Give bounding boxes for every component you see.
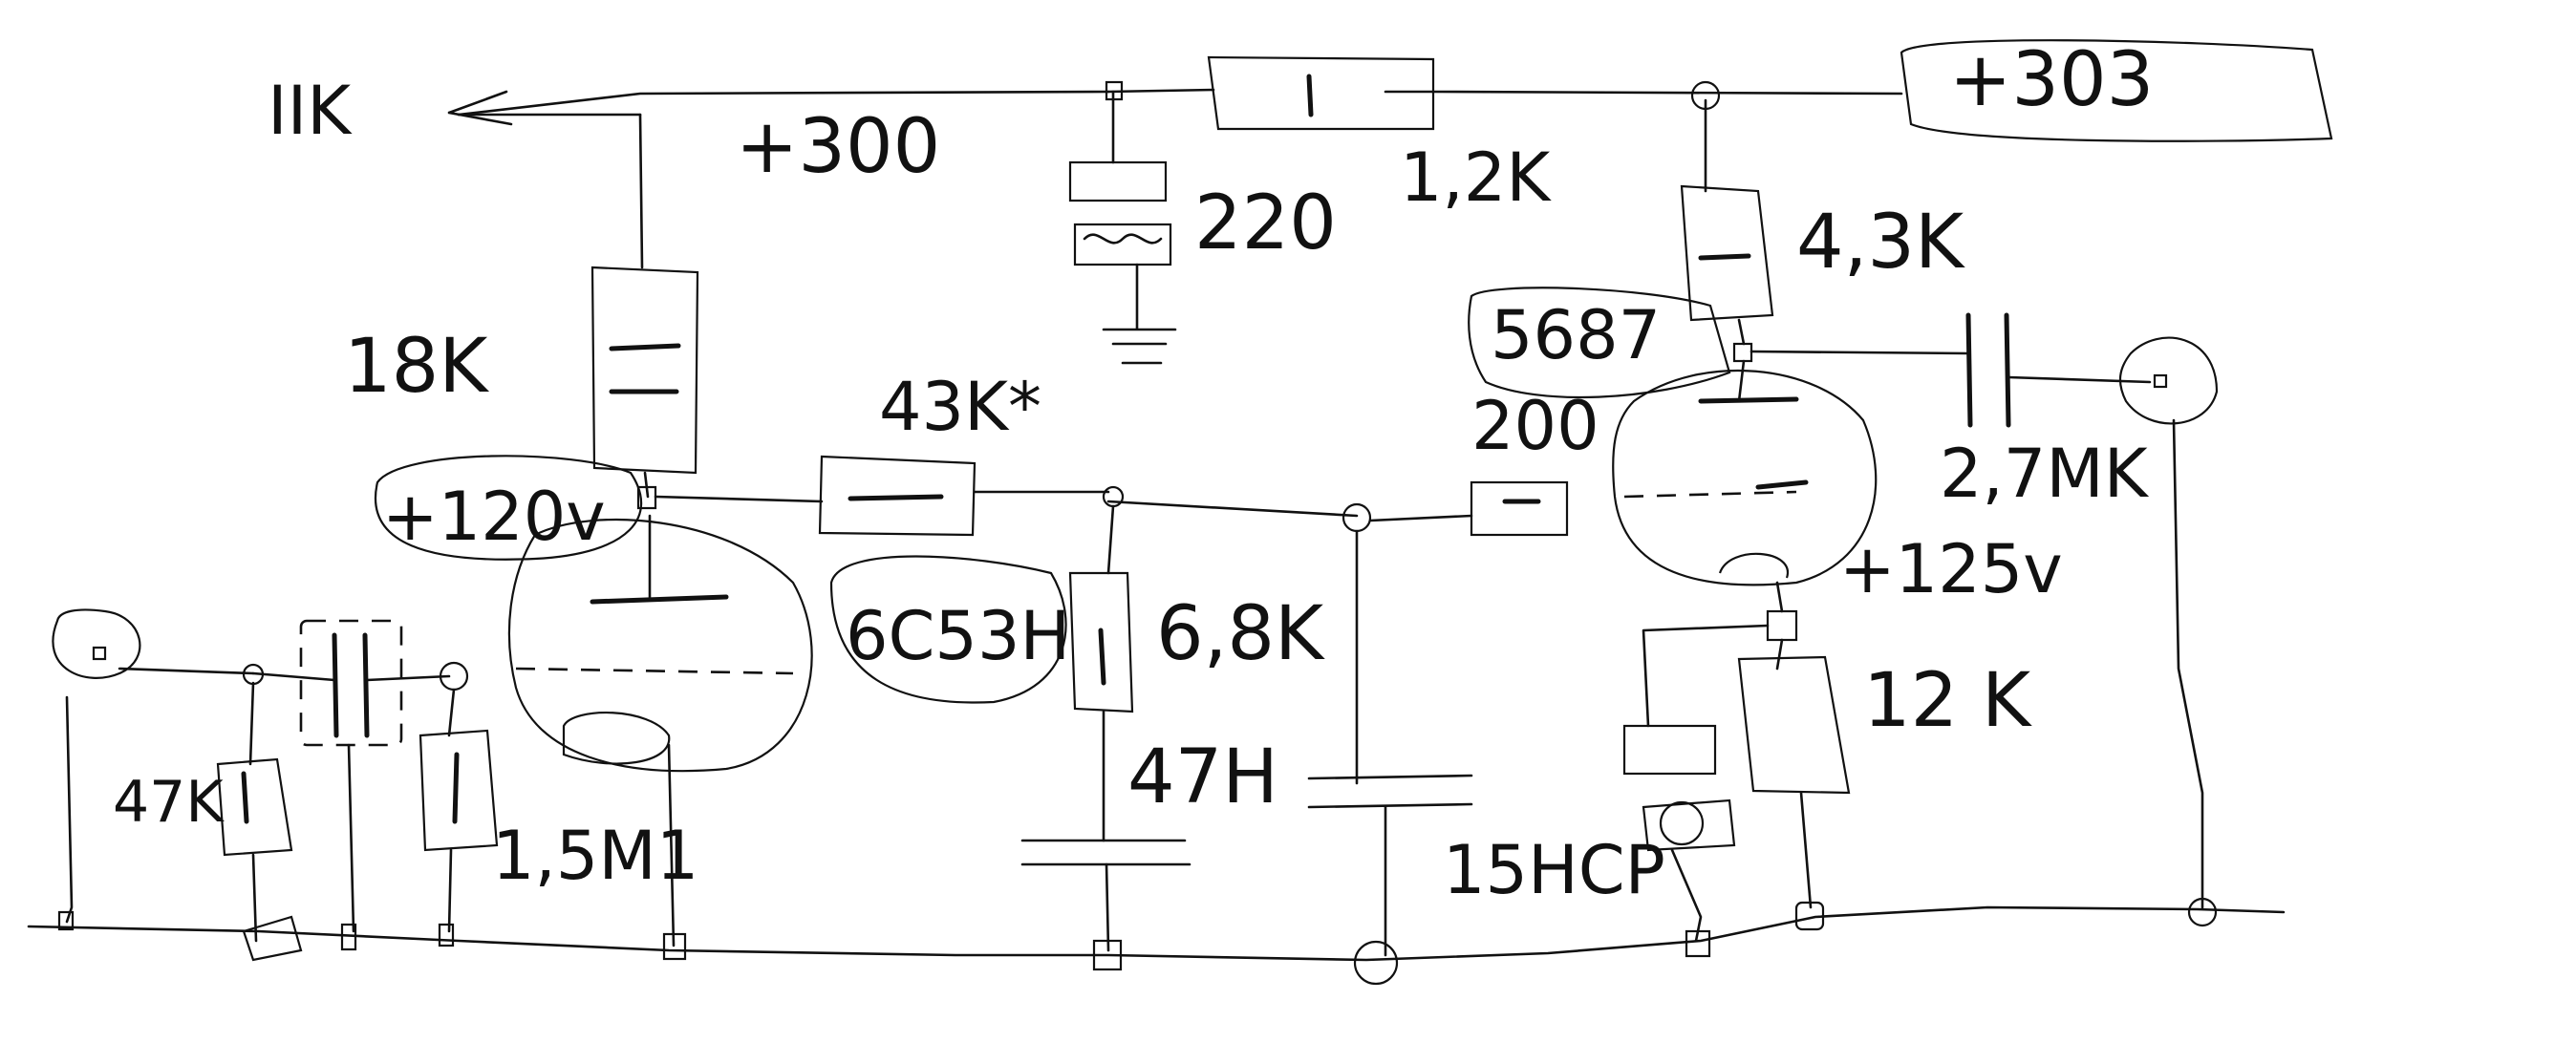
label-47h: 47H (1127, 734, 1278, 820)
tube-left-label: 6C53H (829, 555, 1070, 704)
label-68k: 6,8K (1156, 591, 1325, 677)
anode-node-left: +120v (375, 455, 657, 561)
label-47k: 47K (113, 769, 225, 836)
label-5687: 5687 (1491, 296, 1661, 374)
grid-wire (1106, 500, 1473, 986)
tube-left (507, 514, 813, 961)
label-6c53h: 6C53H (846, 597, 1070, 675)
label-27mk: 2,7MK (1940, 435, 2150, 513)
resistor-12k-top: 1,2K (1105, 55, 1552, 217)
label-220: 220 (1194, 181, 1337, 266)
grid-resistor (1470, 480, 1569, 537)
capacitor-47h: 47H (1020, 734, 1278, 971)
cathode-node (1642, 581, 1798, 728)
resistor-220: 220 (1068, 90, 1337, 365)
anode-node-right (1732, 342, 1970, 403)
resistor-12k-bottom: 12 K (1737, 655, 2032, 931)
resistor-47k: 47K (113, 681, 303, 962)
cathode-resistor (1622, 724, 1717, 776)
supply-rail (447, 88, 1903, 126)
label-15hcp: 15HCP (1443, 831, 1665, 909)
label-12k-bottom: 12 K (1863, 658, 2032, 744)
input-jack (52, 608, 265, 931)
tube-right (1612, 369, 1878, 586)
label-15m: 1,5M1 (492, 817, 698, 895)
label-43k: 43K* (879, 368, 1041, 446)
label-18k: 18K (344, 324, 489, 410)
resistor-18k: 18K (344, 113, 699, 499)
output-jack (2118, 336, 2219, 927)
label-out-arrow: IIK (268, 72, 353, 150)
capacitor-15hcp: 15HCP (1443, 798, 1736, 958)
resistor-68k: 6,8K (1068, 485, 1325, 842)
input-capacitor (251, 619, 451, 951)
label-200: 200 (1471, 387, 1599, 465)
label-120v: +120v (382, 478, 606, 556)
label-43k-right: 4,3K (1796, 200, 1965, 286)
resistor-43k: 43K* (654, 368, 1110, 537)
label-plus-300: +300 (736, 104, 940, 190)
resistor-43k-right: 4,3K (1680, 80, 1965, 346)
resistor-15m: 1,5M1 (419, 661, 698, 947)
capacitor-27mk: 2,7MK (1940, 312, 2152, 513)
label-12k-top: 1,2K (1400, 138, 1552, 217)
label-plus-303: +303 (1949, 37, 2154, 123)
ground-rail (27, 905, 2286, 962)
tube-right-label: 5687 (1468, 287, 1731, 399)
label-plus-303-group: +303 (1900, 37, 2333, 142)
label-125v: +125v (1839, 530, 2063, 608)
